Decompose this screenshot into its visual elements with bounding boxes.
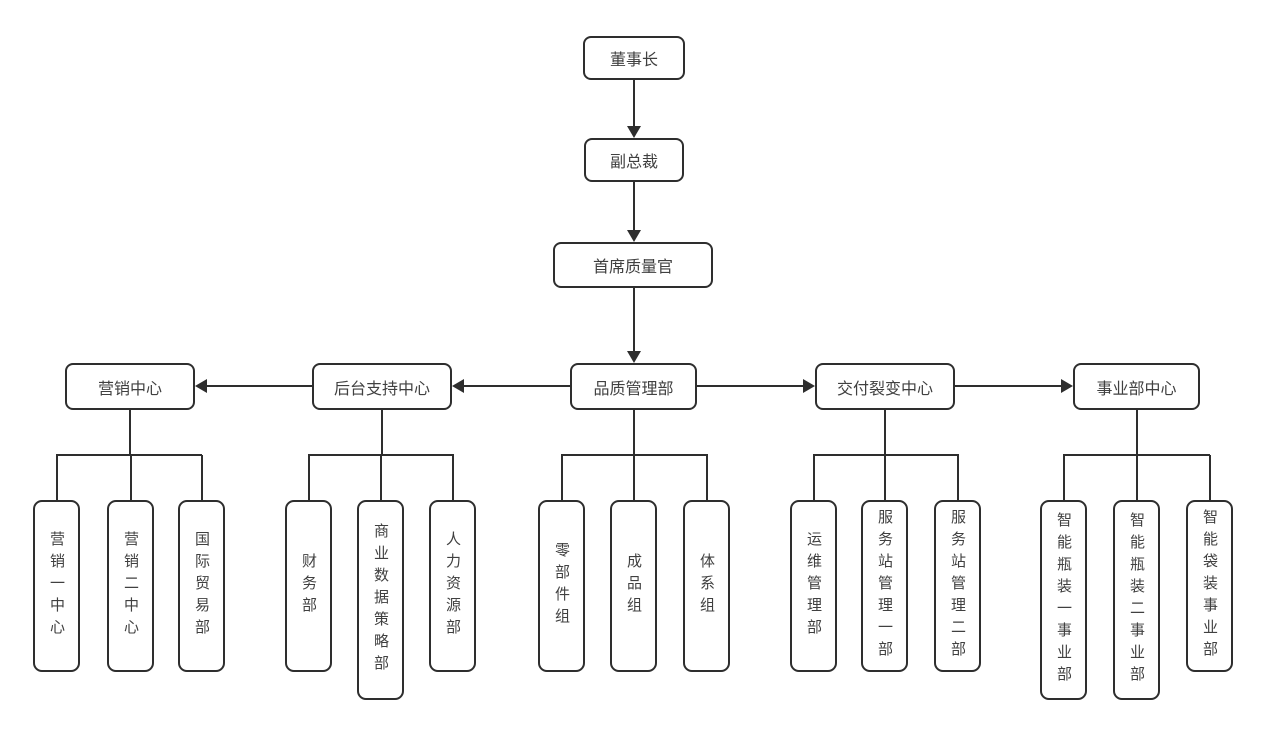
arrowhead-down-icon [627,230,641,242]
arrowhead-down-icon [627,351,641,363]
node-label: 财务部 [300,553,317,619]
connector-line [380,455,382,500]
connector-line [633,182,635,230]
node-smart-bottled-1-division[interactable]: 智能瓶装一事业部 [1040,500,1087,700]
connector-line [706,455,708,500]
node-business-data-strategy-dept[interactable]: 商业数据策略部 [357,500,404,700]
node-marketing-center[interactable]: 营销中心 [65,363,195,410]
node-label: 服务站管理一部 [876,509,893,663]
arrowhead-right-icon [1061,379,1073,393]
connector-line [633,288,635,351]
node-marketing-2-center[interactable]: 营销二中心 [107,500,154,672]
node-label: 零部件组 [553,542,570,630]
node-service-station-mgmt-1-dept[interactable]: 服务站管理一部 [861,500,908,672]
node-backoffice-support-center[interactable]: 后台支持中心 [312,363,452,410]
node-label: 智能袋装事业部 [1201,509,1218,663]
connector-line [957,455,959,500]
node-label: 智能瓶装一事业部 [1055,512,1072,688]
connector-line [633,80,635,126]
node-label: 运维管理部 [805,531,822,641]
arrowhead-left-icon [195,379,207,393]
node-label: 商业数据策略部 [372,523,389,677]
node-quality-management-dept[interactable]: 品质管理部 [570,363,697,410]
connector-line [56,454,202,456]
node-label: 交付裂变中心 [836,380,933,398]
node-label: 品质管理部 [593,380,674,398]
connector-line [633,410,635,455]
arrowhead-down-icon [627,126,641,138]
connector-line [130,455,132,500]
node-service-station-mgmt-2-dept[interactable]: 服务站管理二部 [934,500,981,672]
node-label: 副总裁 [609,154,658,171]
node-chairman[interactable]: 董事长 [583,36,685,80]
node-label: 人力资源部 [444,531,461,641]
node-ops-maintenance-dept[interactable]: 运维管理部 [790,500,837,672]
connector-line [308,455,310,500]
node-label: 董事长 [609,52,658,69]
node-label: 体系组 [698,553,715,619]
connector-line [207,385,312,387]
arrowhead-right-icon [803,379,815,393]
node-finished-goods-group[interactable]: 成品组 [610,500,657,672]
connector-line [452,455,454,500]
node-label: 国际贸易部 [193,531,210,641]
node-label: 营销中心 [97,380,162,398]
node-finance-dept[interactable]: 财务部 [285,500,332,672]
node-label: 智能瓶装二事业部 [1128,512,1145,688]
node-smart-bottled-2-division[interactable]: 智能瓶装二事业部 [1113,500,1160,700]
node-label: 营销二中心 [122,531,139,641]
connector-line [1063,455,1065,500]
node-vice-president[interactable]: 副总裁 [584,138,684,182]
connector-line [56,455,58,500]
node-label: 成品组 [625,553,642,619]
connector-line [381,410,383,455]
connector-line [813,454,959,456]
node-label: 事业部中心 [1096,380,1177,398]
connector-line [813,455,815,500]
node-label: 服务站管理二部 [949,509,966,663]
node-business-division-center[interactable]: 事业部中心 [1073,363,1200,410]
node-system-group[interactable]: 体系组 [683,500,730,672]
connector-line [697,385,803,387]
node-smart-bagged-division[interactable]: 智能袋装事业部 [1186,500,1233,672]
arrowhead-left-icon [452,379,464,393]
node-international-trade-dept[interactable]: 国际贸易部 [178,500,225,672]
connector-line [884,455,886,500]
connector-line [884,410,886,455]
connector-line [129,410,131,455]
connector-line [201,455,203,500]
node-hr-dept[interactable]: 人力资源部 [429,500,476,672]
connector-line [464,385,570,387]
connector-line [1136,410,1138,455]
connector-line [1136,455,1138,500]
node-label: 营销一中心 [48,531,65,641]
connector-line [561,455,563,500]
connector-line [955,385,1061,387]
connector-line [1209,455,1211,500]
node-parts-group[interactable]: 零部件组 [538,500,585,672]
node-label: 首席质量官 [592,259,673,276]
node-delivery-fission-center[interactable]: 交付裂变中心 [815,363,955,410]
connector-line [633,455,635,500]
node-chief-quality-officer[interactable]: 首席质量官 [553,242,713,288]
node-marketing-1-center[interactable]: 营销一中心 [33,500,80,672]
node-label: 后台支持中心 [333,380,430,398]
